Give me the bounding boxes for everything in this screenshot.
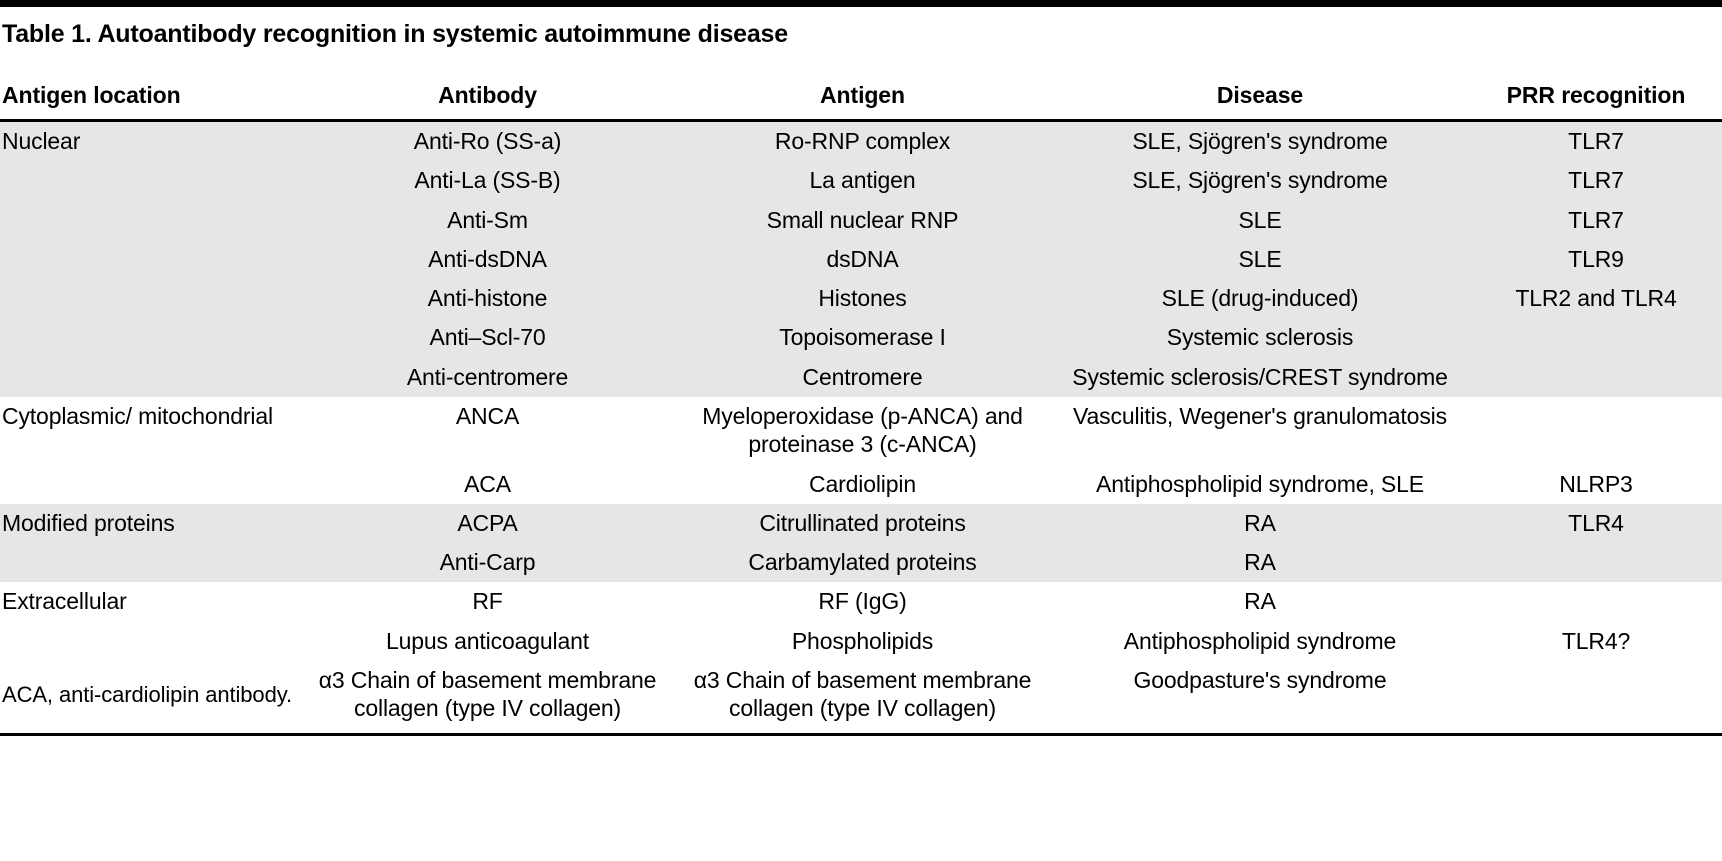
table-footnote: ACA, anti-cardiolipin antibody. [2, 682, 292, 707]
cell-antibody: ANCA [300, 396, 675, 465]
cell-disease: SLE [1050, 200, 1470, 240]
cell-prr [1470, 660, 1722, 729]
cell-antigen: Centromere [675, 357, 1050, 397]
cell-antigen-location [0, 543, 300, 583]
cell-disease: SLE (drug-induced) [1050, 279, 1470, 319]
cell-disease: Antiphospholipid syndrome [1050, 621, 1470, 661]
cell-antigen: Ro-RNP complex [675, 120, 1050, 162]
cell-prr [1470, 543, 1722, 583]
cell-antigen-location [0, 200, 300, 240]
cell-antigen: Histones [675, 279, 1050, 319]
cell-antibody: Anti–Scl-70 [300, 318, 675, 358]
cell-antigen-location [0, 660, 300, 729]
cell-antibody: Anti-histone [300, 279, 675, 319]
cell-antigen: Cardiolipin [675, 464, 1050, 504]
cell-antigen-location [0, 464, 300, 504]
cell-antibody: Anti-La (SS-B) [300, 161, 675, 201]
column-header-antigen: Antigen [820, 82, 905, 108]
cell-disease: SLE, Sjögren's syndrome [1050, 120, 1470, 162]
cell-prr: TLR7 [1470, 120, 1722, 162]
cell-antigen-location: Extracellular [0, 582, 300, 622]
cell-antibody: ACPA [300, 503, 675, 544]
cell-antibody: Anti-Sm [300, 200, 675, 240]
cell-antigen-location [0, 239, 300, 280]
cell-antibody: RF [300, 582, 675, 622]
cell-antigen: Phospholipids [675, 621, 1050, 661]
cell-antigen: RF (IgG) [675, 582, 1050, 622]
column-header-prr-recognition: PRR recognition [1506, 82, 1686, 108]
cell-antibody: Anti-dsDNA [300, 239, 675, 280]
cell-antigen-location [0, 318, 300, 358]
cell-disease: Systemic sclerosis/CREST syndrome [1050, 357, 1470, 397]
header-row: Antigen location Antibody Antigen Diseas… [0, 82, 1722, 121]
table-top-rule [0, 0, 1722, 7]
cell-disease: RA [1050, 582, 1470, 622]
cell-antigen: dsDNA [675, 239, 1050, 280]
column-header-antibody: Antibody [438, 82, 537, 108]
table-bottom-rule [0, 733, 1722, 736]
cell-antigen-location [0, 357, 300, 397]
cell-prr: NLRP3 [1470, 464, 1722, 504]
cell-disease: RA [1050, 503, 1470, 544]
cell-disease: RA [1050, 543, 1470, 583]
cell-prr: TLR4 [1470, 503, 1722, 544]
cell-prr: TLR7 [1470, 161, 1722, 201]
cell-antigen: Carbamylated proteins [675, 543, 1050, 583]
column-header-antigen-location: Antigen location [2, 82, 181, 108]
cell-prr: TLR2 and TLR4 [1470, 279, 1722, 319]
cell-disease: Vasculitis, Wegener's granulomatosis [1050, 396, 1470, 465]
cell-prr: TLR7 [1470, 200, 1722, 240]
cell-antibody: Lupus anticoagulant [300, 621, 675, 661]
table-header: Antigen location Antibody Antigen Diseas… [0, 82, 1722, 121]
cell-antigen: La antigen [675, 161, 1050, 201]
column-header-disease: Disease [1216, 82, 1304, 108]
cell-antigen-location [0, 279, 300, 319]
cell-antigen-location: Modified proteins [0, 503, 300, 544]
cell-disease: Goodpasture's syndrome [1050, 660, 1470, 729]
cell-antigen-location: Nuclear [0, 120, 300, 162]
cell-antigen-location: Cytoplasmic/ mitochondrial [0, 396, 300, 465]
cell-prr [1470, 396, 1722, 465]
cell-antibody: Anti-centromere [300, 357, 675, 397]
cell-antigen: Topoisomerase I [675, 318, 1050, 358]
cell-prr: TLR4? [1470, 621, 1722, 661]
cell-disease: Antiphospholipid syndrome, SLE [1050, 464, 1470, 504]
cell-antigen-location [0, 161, 300, 201]
cell-prr [1470, 357, 1722, 397]
cell-antibody: Anti-Carp [300, 543, 675, 583]
cell-antigen-location [0, 621, 300, 661]
cell-antibody: Anti-Ro (SS-a) [300, 120, 675, 162]
cell-prr: TLR9 [1470, 239, 1722, 280]
cell-disease: SLE, Sjögren's syndrome [1050, 161, 1470, 201]
autoantibody-table: Antigen location Antibody Antigen Diseas… [0, 82, 1722, 729]
cell-disease: SLE [1050, 239, 1470, 280]
cell-antigen: Citrullinated proteins [675, 503, 1050, 544]
cell-antibody: ACA [300, 464, 675, 504]
cell-antigen: Small nuclear RNP [675, 200, 1050, 240]
page-title: Table 1. Autoantibody recognition in sys… [2, 20, 788, 48]
cell-disease: Systemic sclerosis [1050, 318, 1470, 358]
cell-prr [1470, 318, 1722, 358]
cell-prr [1470, 582, 1722, 622]
